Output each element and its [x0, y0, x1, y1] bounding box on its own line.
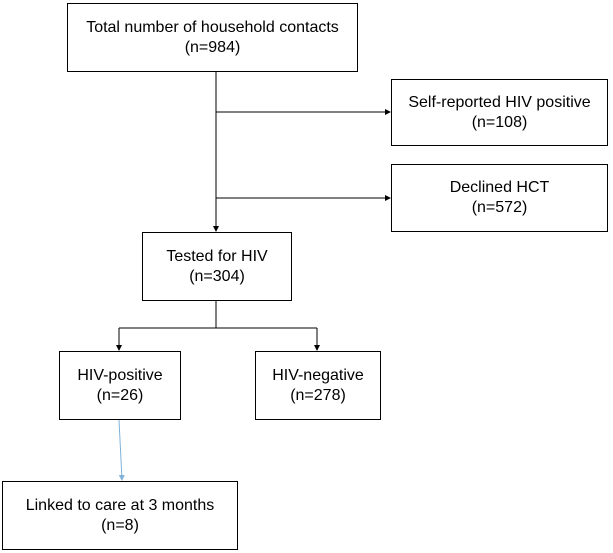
node-title: HIV-negative: [272, 366, 364, 384]
node-count: (n=572): [471, 199, 528, 216]
node-declined-hct: Declined HCT (n=572): [391, 164, 608, 232]
node-title: Linked to care at 3 months: [25, 496, 215, 514]
node-count: (n=984): [184, 38, 241, 56]
node-count: (n=8): [101, 516, 139, 534]
node-title: Self-reported HIV positive: [408, 93, 591, 111]
node-count: (n=304): [189, 267, 245, 285]
node-title: Tested for HIV: [166, 247, 268, 265]
node-self-reported-hiv-positive: Self-reported HIV positive (n=108): [391, 79, 608, 146]
node-count: (n=108): [471, 113, 528, 131]
node-count: (n=26): [96, 386, 144, 404]
node-total-household-contacts: Total number of household contacts (n=98…: [67, 3, 358, 72]
node-title: HIV-positive: [77, 366, 163, 384]
connector-hivpos-to-linked: [118, 419, 125, 481]
node-title: Total number of household contacts: [86, 18, 339, 36]
node-tested-for-hiv: Tested for HIV (n=304): [142, 232, 292, 301]
node-linked-to-care: Linked to care at 3 months (n=8): [2, 481, 238, 550]
node-hiv-negative: HIV-negative (n=278): [255, 351, 381, 420]
node-title: Declined HCT: [449, 179, 550, 196]
node-hiv-positive: HIV-positive (n=26): [59, 351, 181, 420]
node-count: (n=278): [290, 386, 346, 404]
